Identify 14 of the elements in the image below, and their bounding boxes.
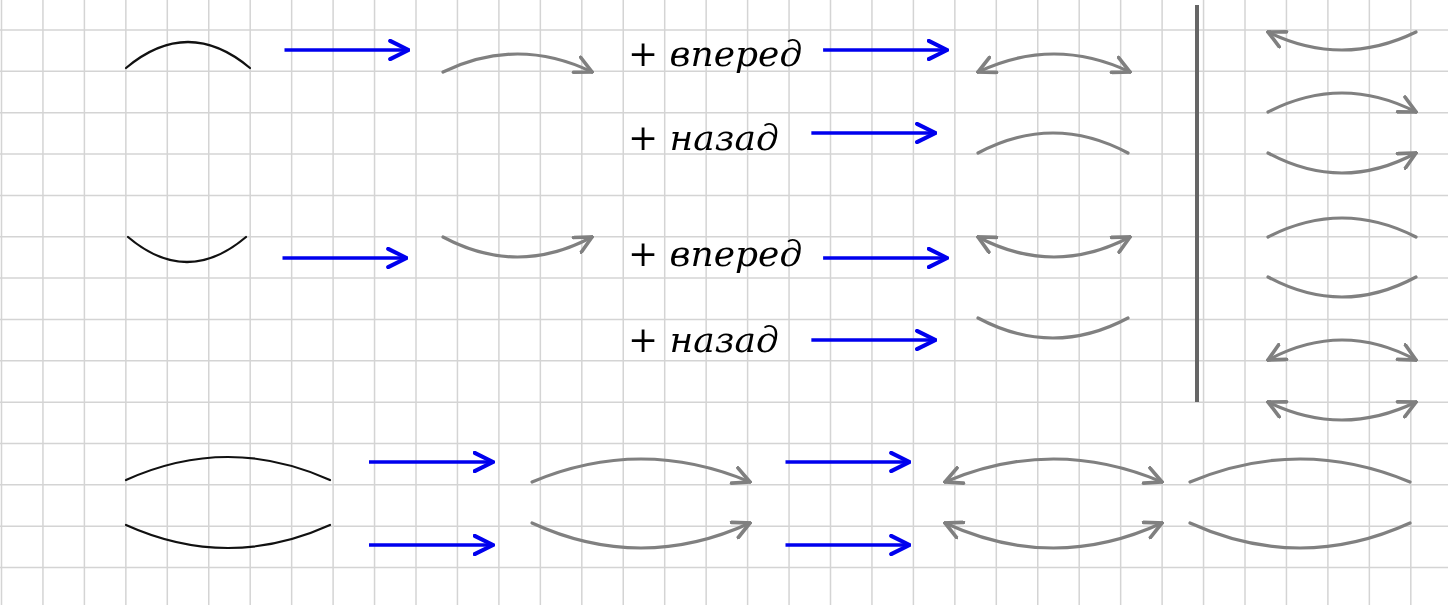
handwritten-word: + вперед <box>628 236 803 272</box>
arrow <box>284 38 411 62</box>
handwritten-word: + вперед <box>628 36 803 72</box>
arrow <box>823 246 950 270</box>
arrow <box>785 533 912 557</box>
arrow <box>369 450 495 474</box>
arrow <box>823 38 950 62</box>
arrow <box>282 246 409 270</box>
arrow <box>785 450 912 474</box>
arrow <box>811 121 938 145</box>
arrow <box>369 533 495 557</box>
arrow <box>811 328 938 352</box>
handwritten-word: + назад <box>628 322 779 358</box>
handwritten-word: + назад <box>628 120 779 156</box>
